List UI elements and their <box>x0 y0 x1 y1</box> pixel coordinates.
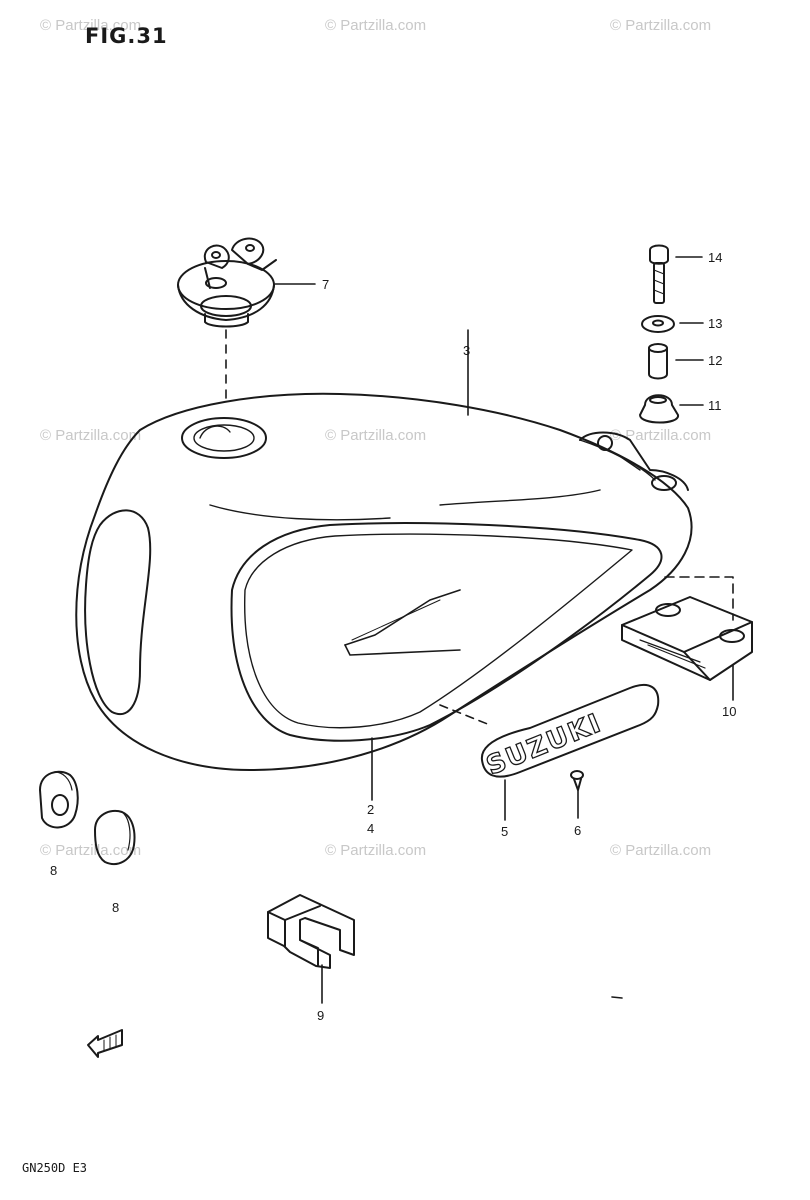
watermark: © Partzilla.com <box>610 17 711 34</box>
callout-11: 11 <box>708 398 722 413</box>
callout-10: 10 <box>722 704 736 719</box>
rear-cushion-block <box>621 596 753 681</box>
figure-title: FIG.31 <box>85 24 168 48</box>
watermark: © Partzilla.com <box>40 427 141 444</box>
model-code: GN250D E3 <box>22 1161 87 1175</box>
cushion <box>639 394 679 424</box>
callout-6: 6 <box>574 823 581 838</box>
washer <box>641 315 675 333</box>
watermark: © Partzilla.com <box>40 842 141 859</box>
watermark: © Partzilla.com <box>610 842 711 859</box>
callout-14: 14 <box>708 250 722 265</box>
callout-9: 9 <box>317 1008 324 1023</box>
callout-4: 4 <box>367 821 374 836</box>
fuel-tank <box>75 392 693 771</box>
callout-5: 5 <box>501 824 508 839</box>
screw <box>570 770 584 791</box>
watermark: © Partzilla.com <box>40 17 141 34</box>
callout-8b: 8 <box>112 900 119 915</box>
bolt <box>649 244 669 304</box>
callout-7: 7 <box>322 277 329 292</box>
watermark: © Partzilla.com <box>325 842 426 859</box>
callout-3: 3 <box>463 343 470 358</box>
callout-2: 2 <box>367 802 374 817</box>
callout-13: 13 <box>708 316 722 331</box>
fuel-cap-assembly <box>177 237 277 328</box>
grommet <box>39 770 79 829</box>
callout-12: 12 <box>708 353 722 368</box>
callout-8: 8 <box>50 863 57 878</box>
spacer <box>648 343 668 380</box>
watermark: © Partzilla.com <box>610 427 711 444</box>
watermark: © Partzilla.com <box>325 427 426 444</box>
leader-lines <box>225 256 734 1004</box>
watermark: © Partzilla.com <box>325 17 426 34</box>
cushion-2 <box>94 810 136 865</box>
callout-labels: 7 3 14 13 12 11 10 2 4 5 6 8 8 9 <box>50 250 736 1023</box>
front-arrow-icon <box>87 1029 123 1058</box>
bracket <box>267 894 355 969</box>
emblem <box>480 683 660 778</box>
watermark-layer: © Partzilla.com © Partzilla.com © Partzi… <box>40 17 711 859</box>
